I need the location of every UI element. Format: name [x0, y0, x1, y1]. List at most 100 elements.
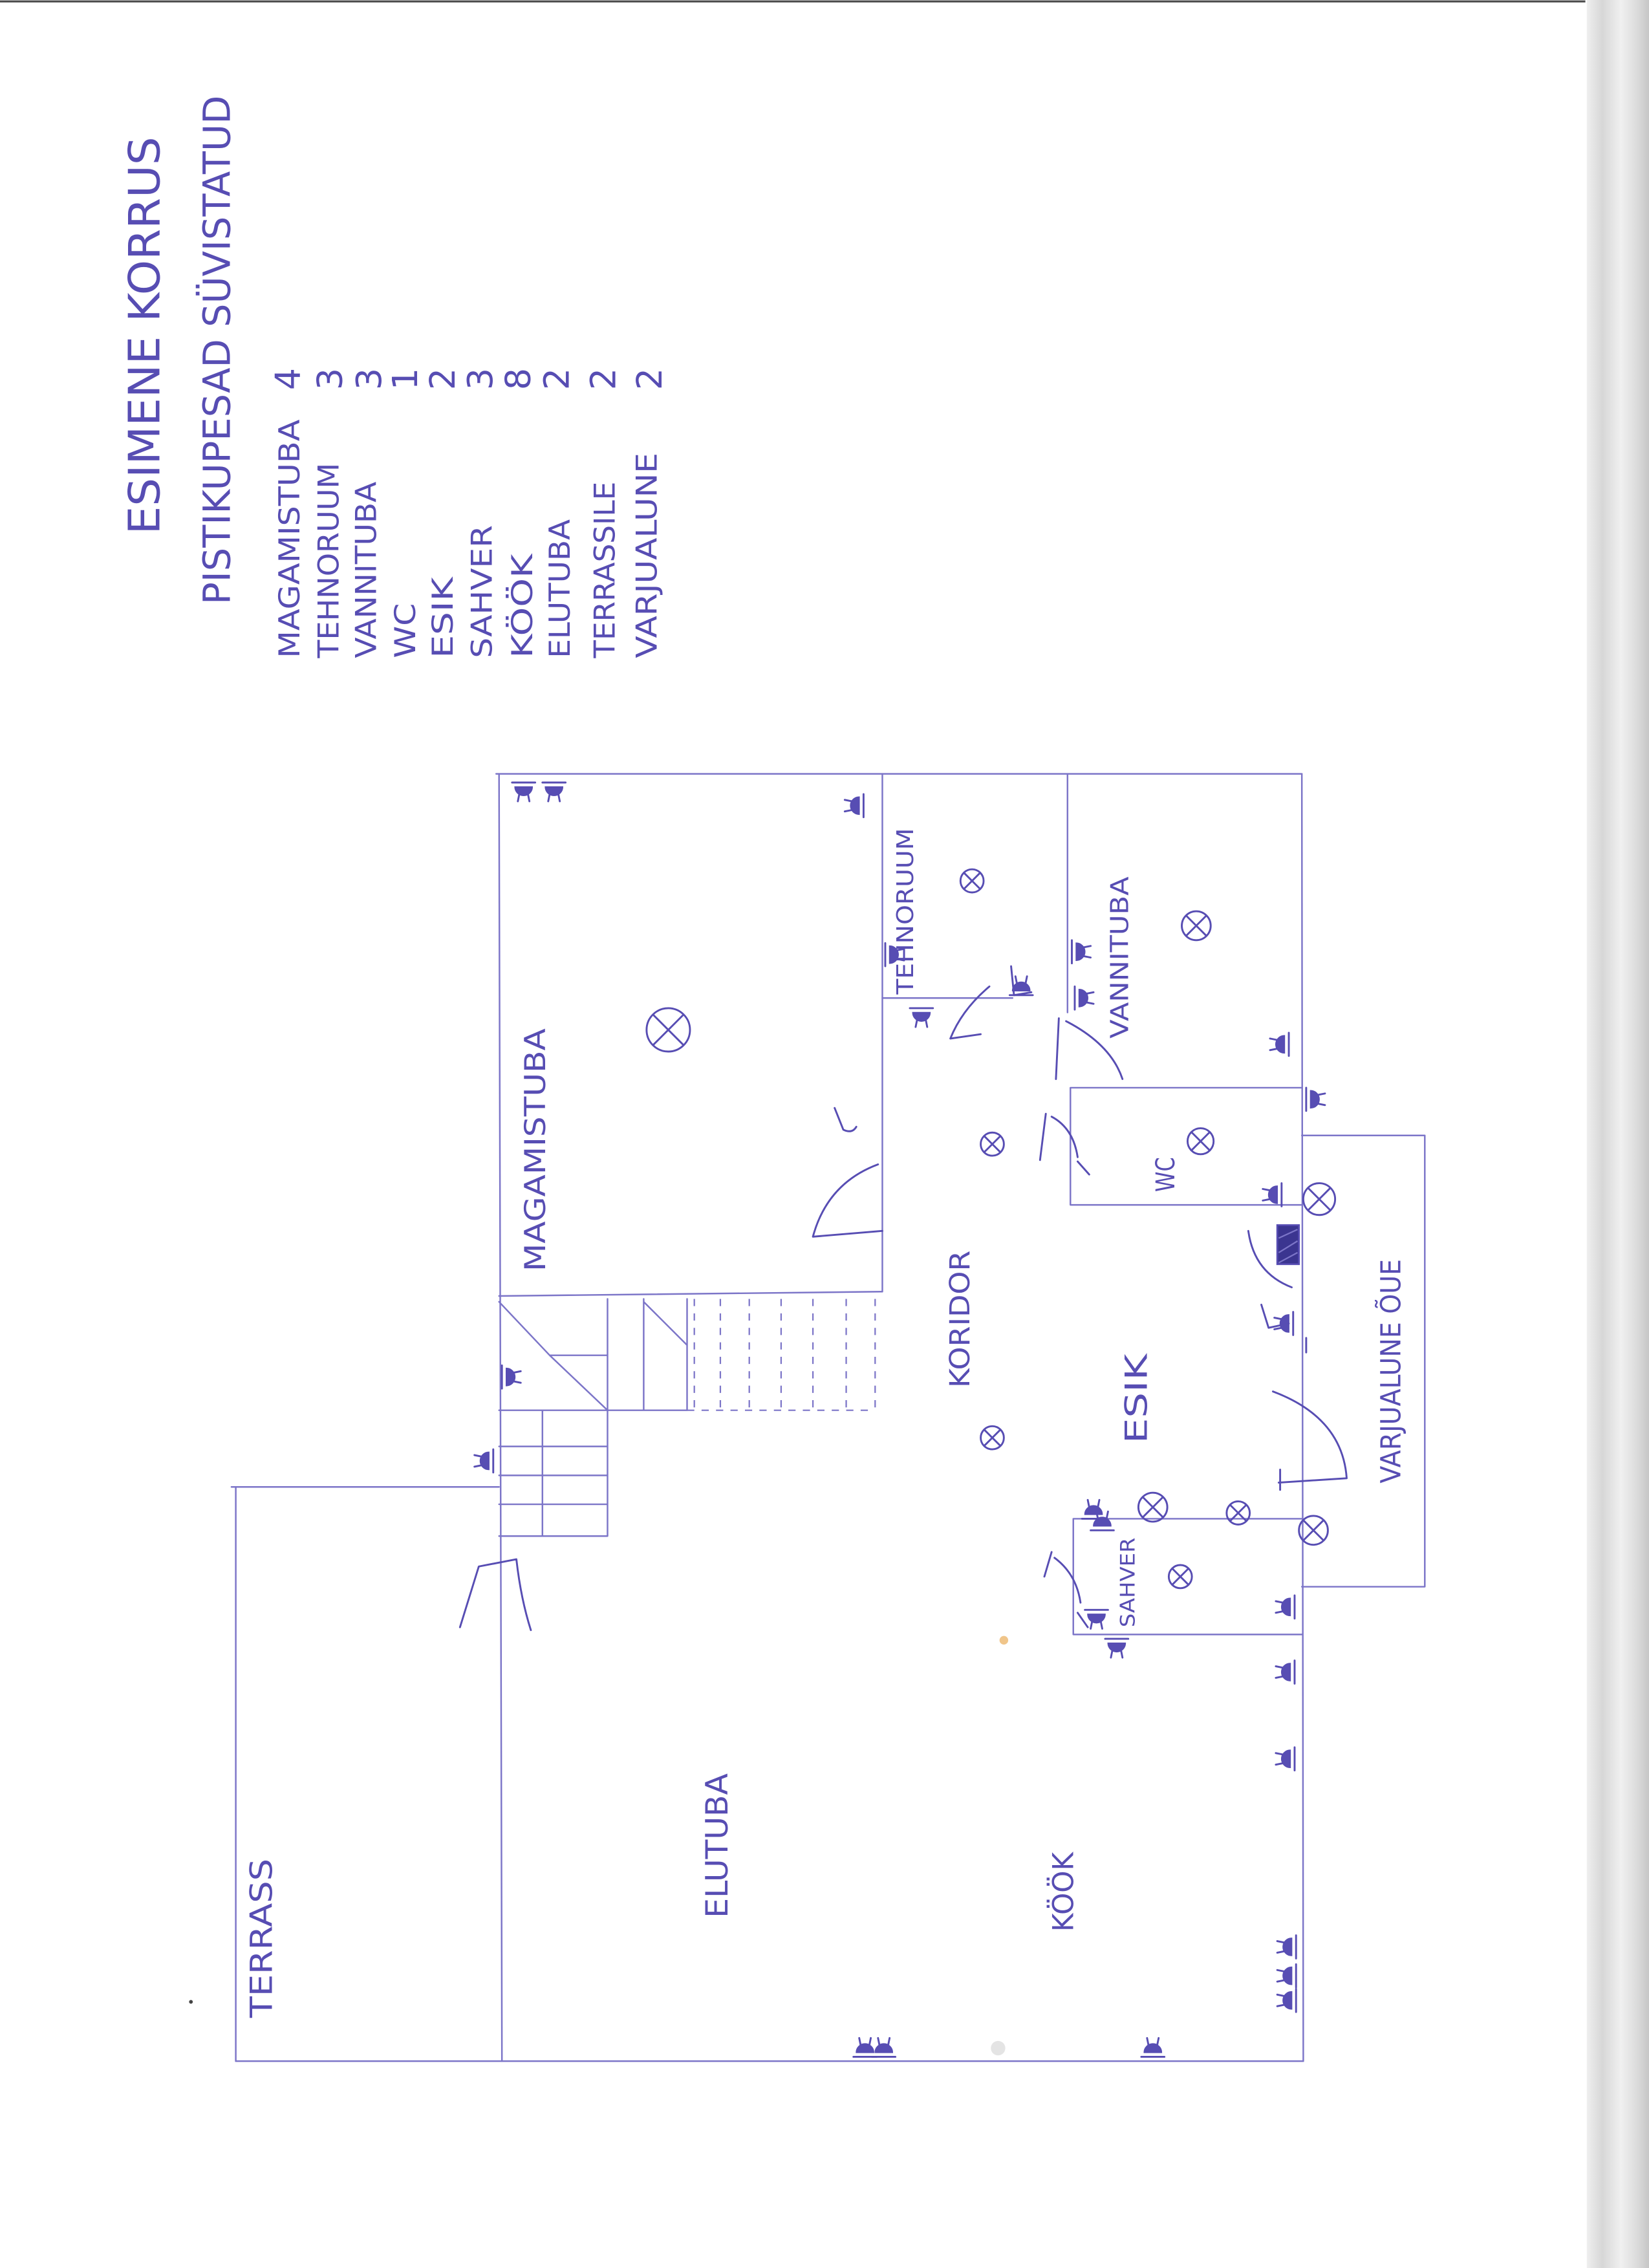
light-ring: [959, 868, 985, 894]
list-room-label: TEHNORUUM: [311, 463, 345, 659]
power-outlet-icon: [1008, 975, 1034, 997]
room-label-kook: KÖÖK: [1046, 1851, 1081, 1932]
list-count-value: 2: [629, 368, 670, 390]
bathroom-door: [1055, 1017, 1124, 1080]
wc-door: [1039, 1112, 1090, 1176]
light-ring: [980, 1131, 1005, 1157]
power-outlet-icon: [1275, 1746, 1296, 1772]
outlet-prongs: [473, 1448, 495, 1474]
outlet-prongs: [1276, 1934, 1297, 1960]
light-cross: [963, 872, 982, 891]
electrical-panel-icon: [1276, 1224, 1300, 1266]
list-count-value: 8: [497, 368, 538, 390]
room-label-vannituba: VANNITUBA: [1105, 876, 1134, 1039]
power-outlet-icon: [1275, 1659, 1296, 1685]
outlet-prongs: [1269, 1031, 1290, 1057]
list-count-value: 1: [385, 368, 426, 390]
ceiling-light-icon: [645, 1007, 691, 1053]
power-outlet-icon: [1073, 985, 1095, 1011]
power-outlet-icon: [1305, 1086, 1326, 1112]
light-cross: [983, 1135, 1002, 1154]
room-label-sahver: SAHVER: [1117, 1538, 1140, 1628]
light-cross: [1171, 1567, 1190, 1586]
power-outlet-icon: [1084, 1608, 1109, 1630]
paper-smudge: [991, 2040, 1006, 2056]
terrace-door: [458, 1558, 532, 1632]
light-ring: [1167, 1564, 1193, 1590]
power-outlet-icon: [1275, 1594, 1296, 1620]
list-room-label: TERRASSILE: [587, 482, 621, 659]
light-cross: [1307, 1187, 1331, 1211]
outlet-count-list: MAGAMISTUBA TEHNORUUM VANNITUBA WC ESIK …: [268, 368, 670, 659]
outlet-prongs: [843, 793, 865, 819]
light-ring: [1225, 1500, 1251, 1526]
room-label-terrass: TERRASS: [244, 1859, 279, 2018]
light-cross: [1185, 914, 1207, 937]
list-count-value: 2: [422, 368, 463, 390]
outlet-prongs: [909, 1007, 934, 1028]
ceiling-light-icon: [1186, 1127, 1215, 1156]
paper-dot: [189, 2000, 193, 2004]
room-labels: MAGAMISTUBA TEHNORUUM VANNITUBA WC KORID…: [244, 828, 1407, 2018]
page-title: ESIMENE KORRUS: [120, 136, 170, 534]
stair-lines: [498, 1298, 688, 1537]
room-label-elutuba: ELUTUBA: [700, 1773, 735, 1918]
power-outlet-icon: [501, 1364, 522, 1390]
outlet-prongs: [1275, 1746, 1296, 1772]
outlet-prongs: [1104, 1637, 1130, 1659]
light-ring: [1186, 1127, 1215, 1156]
entrance-door: [1271, 1390, 1348, 1491]
outlet-prongs: [871, 2036, 897, 2058]
staircase: [498, 1298, 876, 1537]
list-count-value: 4: [268, 368, 308, 390]
light-cross: [1141, 1496, 1164, 1518]
light-ring: [1302, 1182, 1337, 1216]
power-outlet-icon: [1276, 1934, 1297, 1960]
outlet-prongs: [1090, 1510, 1115, 1531]
outer-wall-right: [1300, 773, 1304, 2062]
power-outlet-icon: [1269, 1031, 1290, 1057]
light-cross: [1302, 1519, 1325, 1542]
ceiling-lights: [645, 868, 1337, 1590]
list-room-label: VANNITUBA: [349, 481, 383, 658]
light-ring: [1181, 910, 1212, 942]
list-count-value: 2: [583, 368, 623, 390]
outlet-prongs: [511, 781, 537, 803]
outlet-prongs: [1305, 1086, 1326, 1112]
ceiling-light-icon: [959, 868, 985, 894]
list-room-label: SAHVER: [464, 525, 499, 658]
room-label-esik: ESIK: [1119, 1353, 1155, 1443]
outlet-prongs: [1140, 2036, 1166, 2058]
bedroom-door: [812, 1107, 883, 1238]
outlet-prongs: [1275, 1659, 1296, 1685]
power-outlet-icon: [473, 1448, 495, 1474]
list-room-label: ESIK: [426, 576, 460, 658]
outlet-prongs: [1084, 1608, 1109, 1630]
room-label-wc: WC: [1151, 1157, 1181, 1192]
list-room-label: KÖÖK: [505, 553, 539, 658]
power-outlet-icon: [1273, 1311, 1295, 1336]
outlet-prongs: [1071, 939, 1092, 965]
panel-box: [1276, 1224, 1300, 1266]
light-cross: [1191, 1131, 1211, 1152]
outlet-prongs: [1276, 1987, 1297, 2013]
light-cross: [1229, 1504, 1247, 1522]
power-outlet-icon: [541, 781, 567, 803]
light-ring: [980, 1425, 1005, 1451]
list-count-value: 2: [537, 368, 577, 390]
ceiling-light-icon: [1137, 1491, 1169, 1523]
list-count-value: 3: [460, 368, 501, 390]
carport-outline: [1300, 1134, 1426, 1588]
power-outlet-icon: [1262, 1182, 1283, 1207]
power-outlet-icon: [909, 1007, 934, 1028]
outlet-prongs: [1275, 1594, 1296, 1620]
ceiling-light-icon: [1225, 1500, 1251, 1526]
power-outlet-icon: [1071, 939, 1092, 965]
list-count-value: 3: [349, 368, 389, 390]
bedroom-wall-bottom: [498, 1291, 883, 1297]
light-ring: [1137, 1491, 1169, 1523]
power-outlet-icon: [871, 2036, 897, 2058]
outlet-prongs: [1262, 1182, 1283, 1207]
list-room-label: VARJUALUNE: [629, 453, 663, 658]
power-outlet-icon: [1090, 1510, 1115, 1531]
